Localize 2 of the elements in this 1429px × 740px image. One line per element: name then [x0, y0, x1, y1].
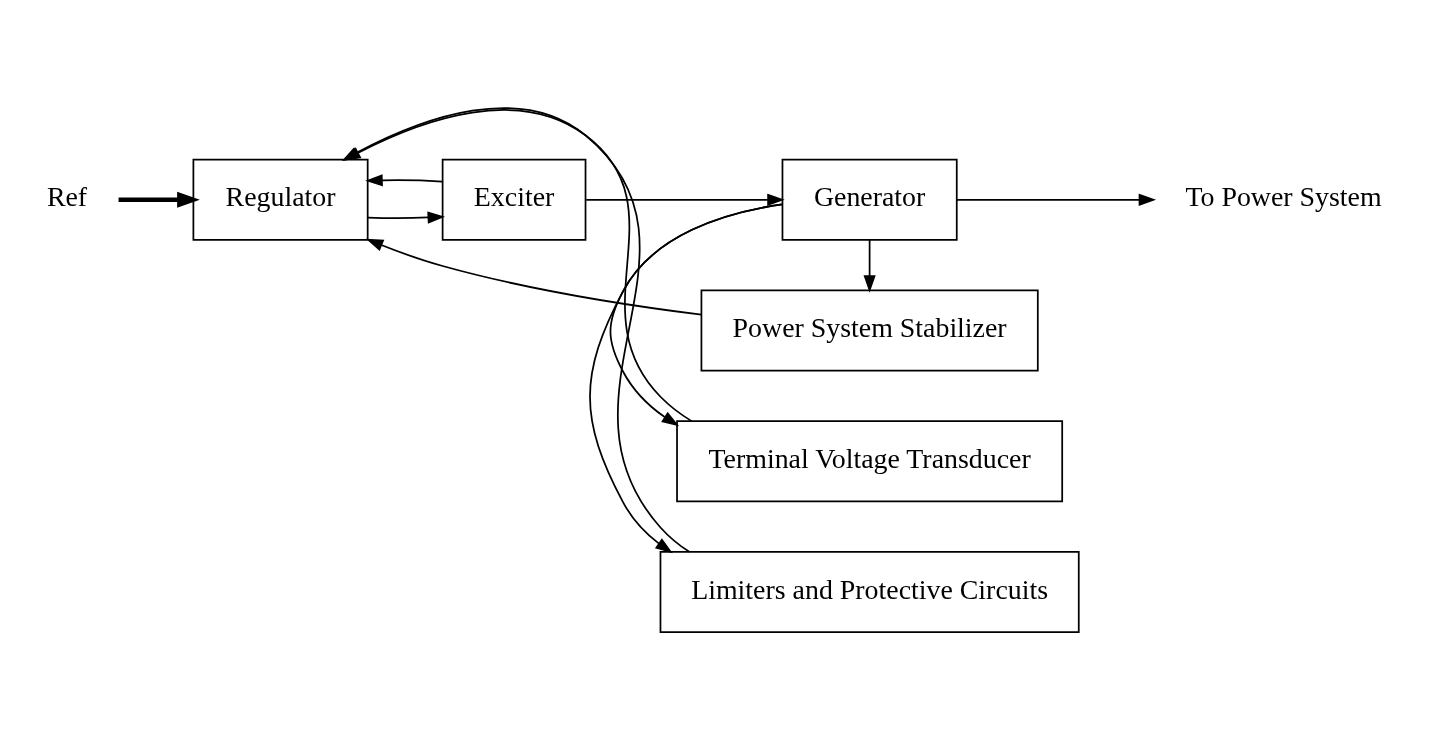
node-text: Ref: [46, 181, 88, 213]
node-text: To Power System: [1185, 181, 1382, 213]
